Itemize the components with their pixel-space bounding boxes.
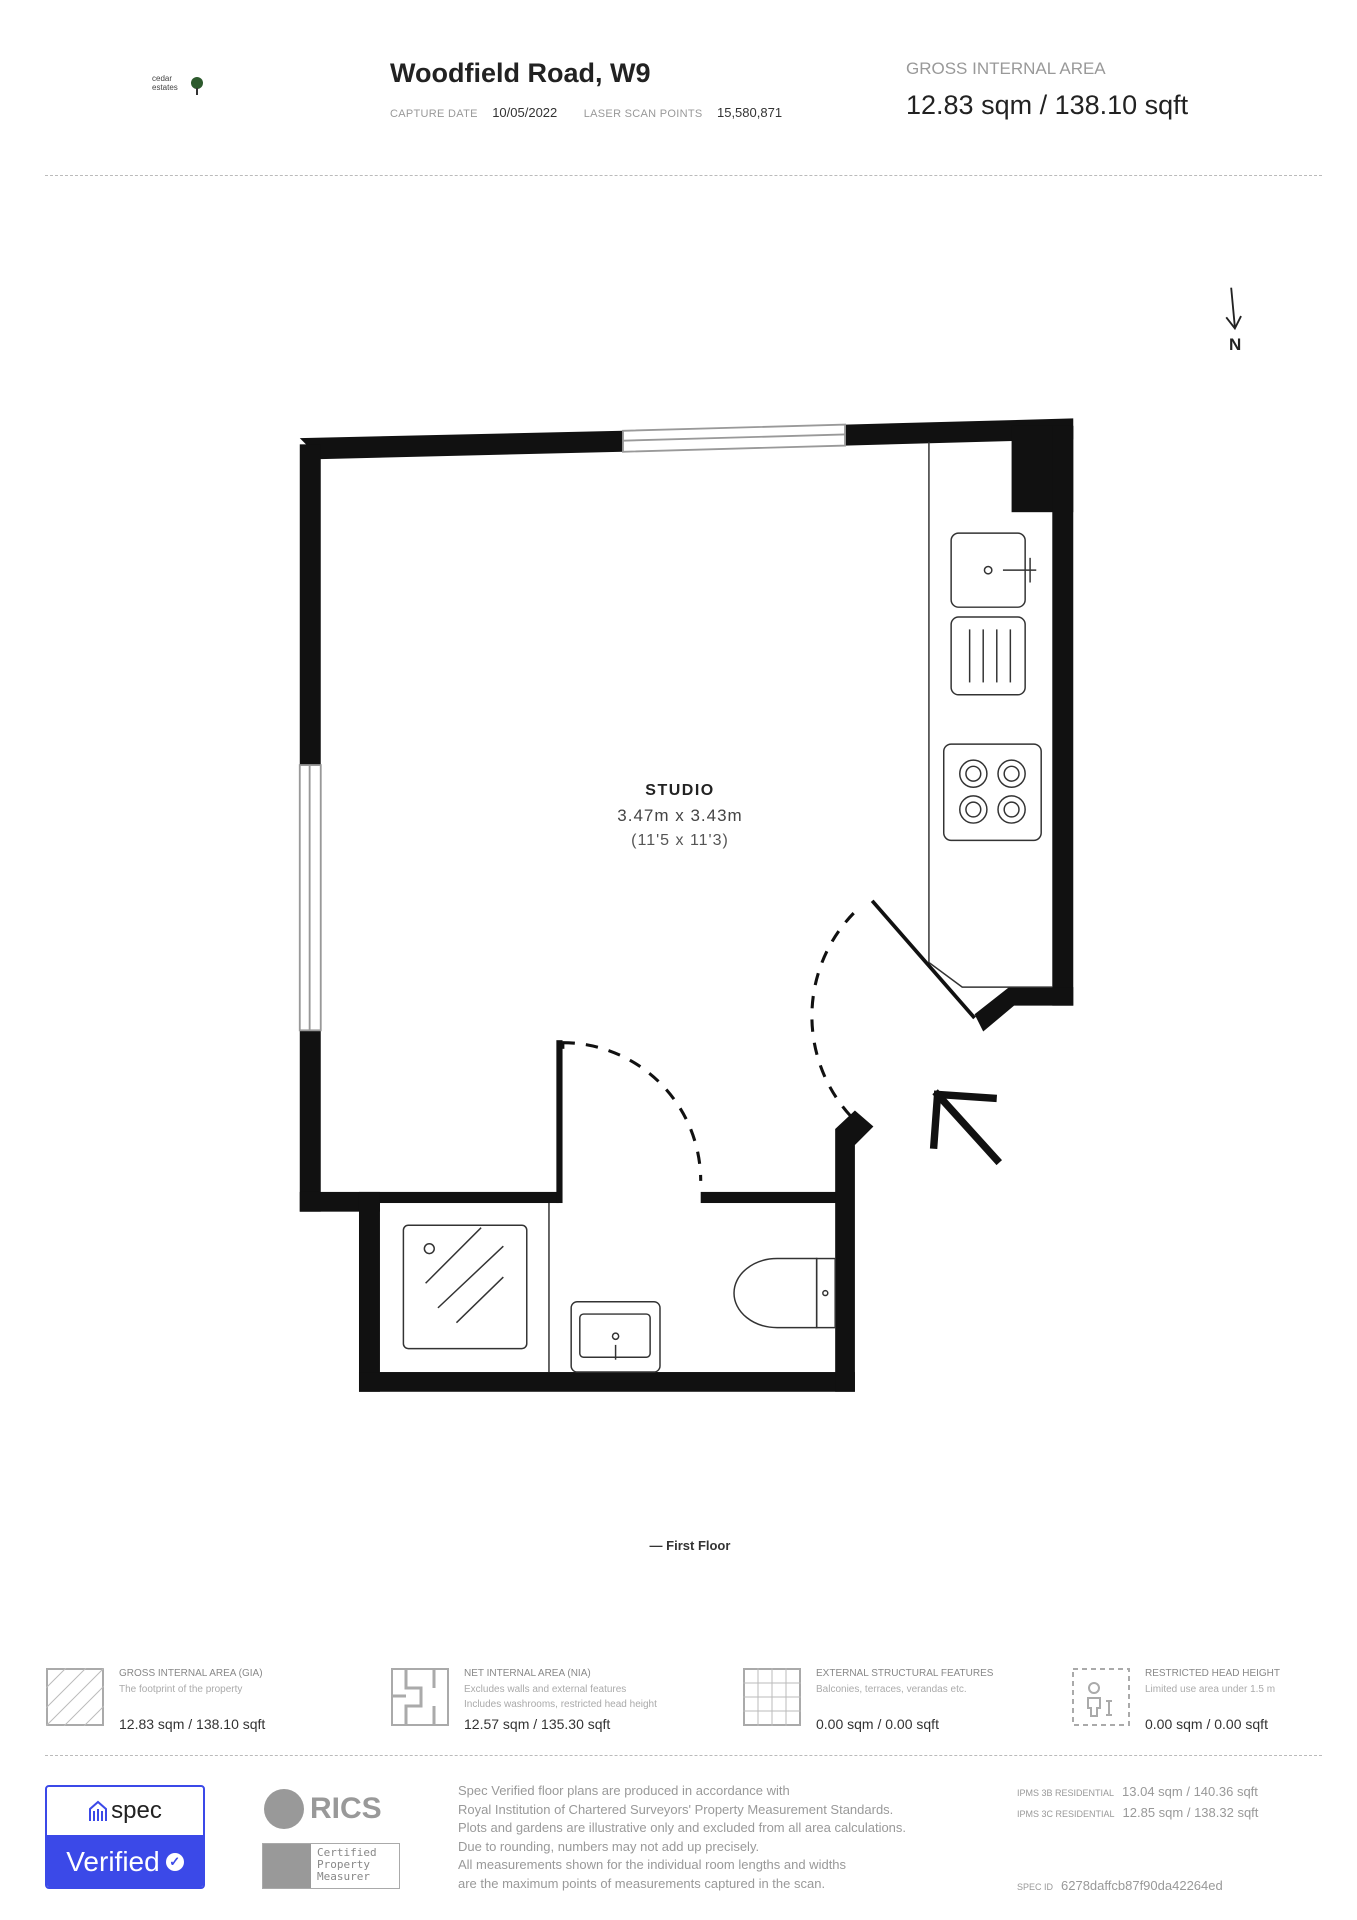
scan-points-label: LASER SCAN POINTS	[583, 108, 703, 120]
ipms-label: IPMS 3C RESIDENTIAL	[1017, 1809, 1115, 1819]
fixtures	[402, 441, 1053, 1373]
disclaimer-line: All measurements shown for the individua…	[458, 1857, 847, 1872]
rics-cert-text: Certified Property Measurer	[317, 1846, 377, 1883]
spec-verified-badge: spec Verified ✓	[45, 1785, 205, 1889]
capture-info: CAPTURE DATE 10/05/2022 LASER SCAN POINT…	[390, 104, 782, 122]
gia-hatch-icon	[46, 1668, 104, 1726]
disclaimer-line: Due to rounding, numbers may not add up …	[458, 1838, 760, 1854]
legend-title: RESTRICTED HEAD HEIGHT	[1145, 1668, 1281, 1679]
rics-lion-icon	[264, 1789, 304, 1829]
person-icon	[1072, 1668, 1130, 1726]
spec-id-value: 6278daffcb87f90da42264ed	[1061, 1878, 1223, 1893]
capture-date-label: CAPTURE DATE	[390, 108, 478, 120]
rics-logo: RICS	[262, 1785, 382, 1833]
gia-value: 12.83 sqm / 138.10 sqft	[906, 90, 1189, 120]
check-icon: ✓	[165, 1853, 184, 1871]
walls	[299, 418, 1074, 1392]
desc-line: Excludes walls and external features	[464, 1684, 627, 1695]
ipms-label: IPMS 3B RESIDENTIAL	[1017, 1788, 1115, 1798]
ipms-value: 12.85 sqm / 138.32 sqft	[1122, 1805, 1259, 1820]
divider	[45, 175, 1322, 176]
entrance-arrow-icon	[929, 1089, 1003, 1166]
spec-house-icon	[89, 1800, 108, 1821]
door-swings	[562, 912, 855, 1181]
legend-title: NET INTERNAL AREA (NIA)	[464, 1668, 591, 1679]
disclaimer: Spec Verified floor plans are produced i…	[458, 1782, 1018, 1893]
legend-value: 12.83 sqm / 138.10 sqft	[119, 1716, 266, 1732]
ipms-value: 13.04 sqm / 140.36 sqft	[1122, 1784, 1258, 1799]
grid-icon	[743, 1668, 801, 1726]
rics-certified-badge: Certified Property Measurer	[262, 1843, 400, 1889]
nia-hatch-icon	[391, 1668, 449, 1726]
disclaimer-line: are the maximum points of measurements c…	[458, 1875, 826, 1891]
room-name: STUDIO	[645, 782, 715, 799]
spec-logo-text: spec	[111, 1797, 162, 1824]
legend-gia: GROSS INTERNAL AREA (GIA) The footprint o…	[46, 1668, 346, 1732]
disclaimer-line: Spec Verified floor plans are produced i…	[458, 1783, 790, 1798]
legend-title: EXTERNAL STRUCTURAL FEATURES	[816, 1668, 994, 1679]
legend-desc: Balconies, terraces, verandas etc.	[816, 1684, 967, 1695]
legend-value: 12.57 sqm / 135.30 sqft	[464, 1716, 611, 1732]
rics-text: RICS	[310, 1792, 382, 1825]
desc-line: Includes washrooms, restricted head heig…	[464, 1699, 657, 1710]
verified-text: Verified	[66, 1846, 160, 1877]
windows	[298, 423, 846, 1032]
legend-desc: Limited use area under 1.5 m	[1145, 1684, 1276, 1695]
capture-date: 10/05/2022	[492, 105, 558, 120]
room-label: STUDIO 3.47m x 3.43m (11'5 x 11'3)	[560, 782, 800, 850]
spec-id: SPEC ID 6278daffcb87f90da42264ed	[1017, 1877, 1223, 1895]
disclaimer-line: Plots and gardens are illustrative only …	[458, 1820, 907, 1835]
logo-text: cedar estates	[152, 74, 178, 92]
legend-nia: NET INTERNAL AREA (NIA) Excludes walls an…	[391, 1668, 691, 1732]
ipms-3b: IPMS 3B RESIDENTIAL 13.04 sqm / 140.36 sq…	[1017, 1783, 1258, 1801]
disclaimer-line: Royal Institution of Chartered Surveyors…	[458, 1801, 894, 1817]
legend-value: 0.00 sqm / 0.00 sqft	[816, 1716, 939, 1732]
legend-external: EXTERNAL STRUCTURAL FEATURES Balconies, t…	[743, 1668, 1043, 1732]
legend-title: GROSS INTERNAL AREA (GIA)	[119, 1668, 263, 1679]
north-label: N	[1229, 335, 1242, 354]
spec-id-label: SPEC ID	[1017, 1882, 1054, 1892]
room-dims-ft: (11'5 x 11'3)	[631, 832, 729, 849]
floor-label: — First Floor	[649, 1538, 731, 1553]
room-dims-m: 3.47m x 3.43m	[617, 806, 743, 825]
gia-label: GROSS INTERNAL AREA	[906, 59, 1106, 78]
ipms-3c: IPMS 3C RESIDENTIAL 12.85 sqm / 138.32 sq…	[1017, 1804, 1258, 1822]
property-title: Woodfield Road, W9	[390, 58, 651, 88]
legend-head-height: RESTRICTED HEAD HEIGHT Limited use area u…	[1072, 1668, 1357, 1732]
cedar-logo: cedar estates	[152, 74, 207, 102]
tree-icon	[191, 77, 203, 95]
legend-value: 0.00 sqm / 0.00 sqft	[1145, 1716, 1268, 1732]
legend-desc: The footprint of the property	[119, 1684, 243, 1695]
north-arrow-icon	[1225, 287, 1242, 331]
scan-points: 15,580,871	[716, 105, 783, 120]
divider	[45, 1755, 1322, 1756]
